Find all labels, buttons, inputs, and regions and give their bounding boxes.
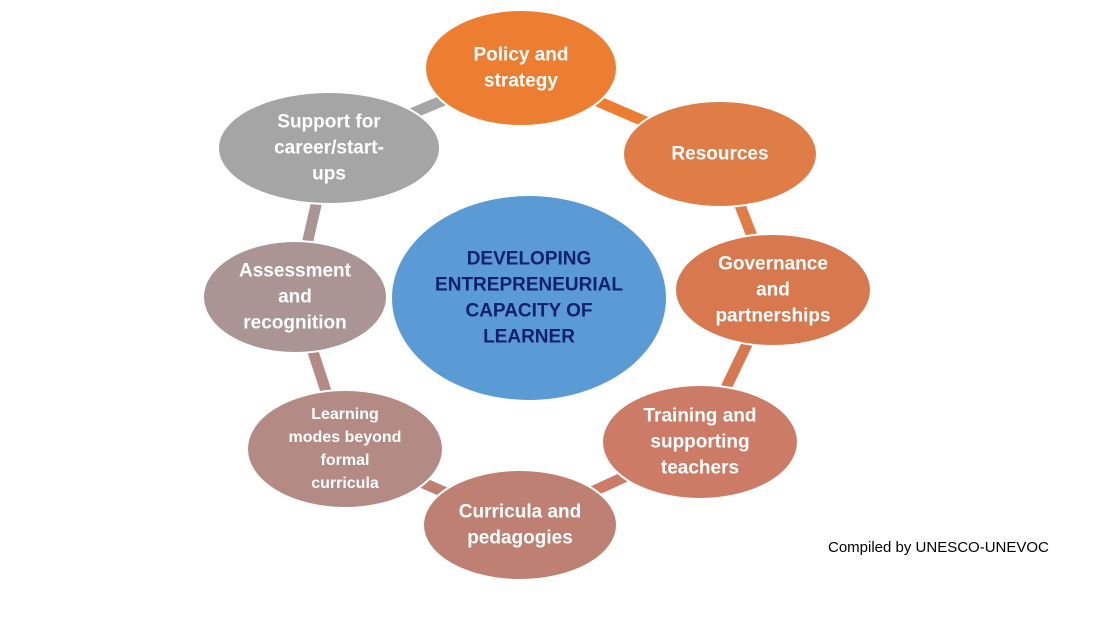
node-label-support-for-career-start-ups-line-2: career/start- (274, 138, 384, 159)
center-label-line-2: ENTREPRENEURIAL (435, 275, 623, 296)
node-ellipse-curricula-and-pedagogies (422, 469, 618, 581)
node-training-and-supporting-teachers: Training and supporting teachers (601, 384, 799, 500)
node-assessment-and-recognition: Assessment and recognition (202, 240, 388, 354)
node-label-learning-modes-beyond-formal-curricula-line-3: formal (321, 452, 370, 469)
center-label-line-4: LEARNER (483, 327, 575, 348)
node-label-training-and-supporting-teachers-line-3: teachers (661, 458, 739, 479)
node-support-for-career-start-ups: Support for career/start-ups (217, 91, 441, 205)
node-ellipse-policy-and-strategy (424, 9, 618, 127)
node-label-governance-and-partnerships-line-3: partnerships (715, 306, 830, 327)
node-label-learning-modes-beyond-formal-curricula-line-1: Learning (311, 406, 379, 423)
node-governance-and-partnerships: Governance and partnerships (674, 233, 872, 347)
node-label-assessment-and-recognition-line-3: recognition (243, 313, 346, 334)
node-ellipse-support-for-career-start-ups (217, 91, 441, 205)
node-label-support-for-career-start-ups-line-1: Support for (277, 112, 381, 133)
node-label-training-and-supporting-teachers-line-1: Training and (644, 406, 757, 427)
node-label-learning-modes-beyond-formal-curricula-line-4: curricula (311, 475, 379, 492)
node-ellipse-assessment-and-recognition (202, 240, 388, 354)
node-policy-and-strategy: Policy and strategy (424, 9, 618, 127)
node-label-learning-modes-beyond-formal-curricula-line-2: modes beyond (289, 429, 402, 446)
node-learning-modes-beyond-formal-curricula: Learning modes beyond formal curricula (246, 389, 444, 509)
node-ellipse-learning-modes-beyond-formal-curricula (246, 389, 444, 509)
credit-text: Compiled by UNESCO-UNEVOC (828, 539, 1049, 556)
node-label-assessment-and-recognition-line-1: Assessment (239, 261, 352, 282)
node-label-training-and-supporting-teachers-line-2: supporting (650, 432, 749, 453)
node-label-assessment-and-recognition-line-2: and (278, 287, 312, 308)
node-label-policy-and-strategy-line-1: Policy and (473, 45, 568, 66)
node-label-governance-and-partnerships-line-1: Governance (718, 254, 828, 275)
node-label-policy-and-strategy-line-2: strategy (484, 71, 558, 92)
node-ellipse-governance-and-partnerships (674, 233, 872, 347)
node-label-resources-line-1: Resources (671, 144, 768, 165)
node-label-curricula-and-pedagogies-line-1: Curricula and (459, 502, 581, 523)
node-resources: Resources (622, 100, 818, 208)
node-label-curricula-and-pedagogies-line-2: pedagogies (467, 528, 573, 549)
node-ellipse-resources (622, 100, 818, 208)
center-label-line-1: DEVELOPING (467, 249, 592, 270)
node-curricula-and-pedagogies: Curricula and pedagogies (422, 469, 618, 581)
center-ellipse (392, 196, 666, 400)
node-label-support-for-career-start-ups-line-3: ups (312, 164, 346, 185)
center-label-line-3: CAPACITY OF (465, 301, 592, 322)
center-node: DEVELOPING ENTREPRENEURIAL CAPACITY OF LEAR… (392, 196, 666, 400)
node-ellipse-training-and-supporting-teachers (601, 384, 799, 500)
node-label-governance-and-partnerships-line-2: and (756, 280, 790, 301)
